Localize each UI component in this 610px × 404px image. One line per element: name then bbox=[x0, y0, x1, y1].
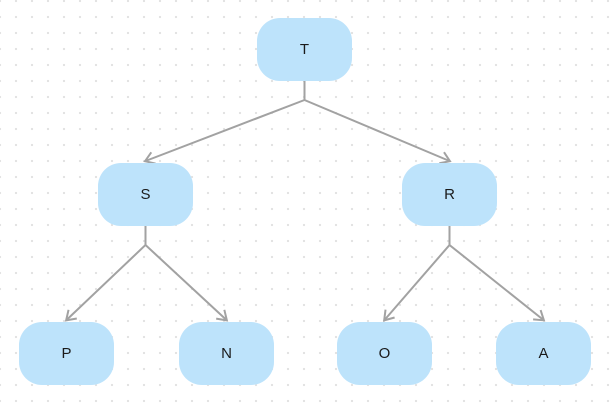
edge-R-A bbox=[448, 226, 546, 322]
tree-node-p[interactable]: P bbox=[19, 322, 114, 385]
node-label: N bbox=[221, 345, 232, 362]
edge-R-O bbox=[382, 226, 451, 322]
tree-node-n[interactable]: N bbox=[179, 322, 274, 385]
edge-T-R bbox=[303, 81, 452, 165]
node-label: P bbox=[61, 345, 72, 362]
edge-T-S bbox=[143, 81, 306, 165]
edge-S-N bbox=[144, 226, 229, 322]
node-label: S bbox=[140, 186, 151, 203]
tree-node-r[interactable]: R bbox=[402, 163, 497, 226]
tree-node-o[interactable]: O bbox=[337, 322, 432, 385]
edge-S-P bbox=[64, 226, 147, 322]
tree-node-a[interactable]: A bbox=[496, 322, 591, 385]
tree-node-s[interactable]: S bbox=[98, 163, 193, 226]
tree-node-t[interactable]: T bbox=[257, 18, 352, 81]
node-label: T bbox=[299, 41, 310, 58]
node-label: A bbox=[538, 345, 549, 362]
node-label: R bbox=[444, 186, 455, 203]
node-label: O bbox=[378, 345, 391, 362]
